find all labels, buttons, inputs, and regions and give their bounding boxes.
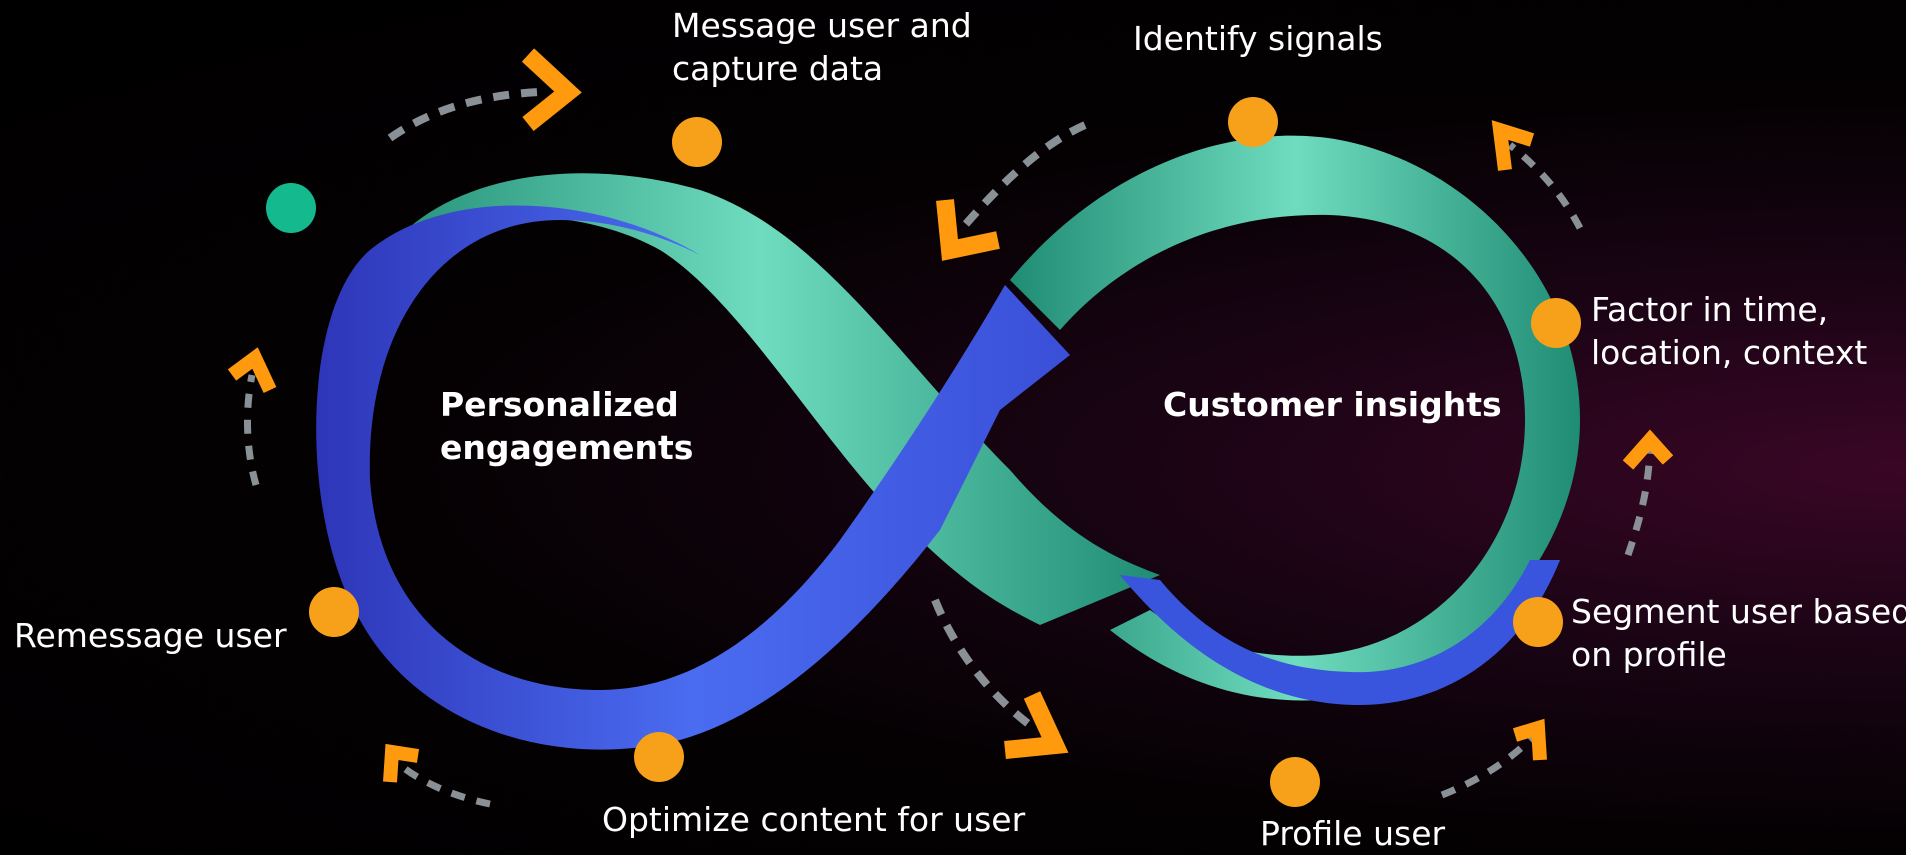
- step-label-profile-user: Profile user: [1260, 812, 1445, 855]
- step-remessage-user-line-1: Remessage user: [14, 616, 287, 655]
- center-left-line-1: Personalized: [440, 385, 679, 424]
- step-label-remessage-user: Remessage user: [14, 614, 287, 657]
- node-message-capture: [672, 117, 722, 167]
- center-left-line-2: engagements: [440, 428, 694, 467]
- arrow-left-middle: [227, 347, 277, 486]
- center-label-customer-insights: Customer insights: [1163, 383, 1502, 426]
- node-profile-user: [1270, 757, 1320, 807]
- node-optimize-content: [634, 732, 684, 782]
- step-label-optimize-content: Optimize content for user: [602, 798, 1025, 841]
- step-label-segment-user: Segment user based on profile: [1571, 590, 1906, 676]
- node-remessage-user: [309, 587, 359, 637]
- step-segment-user-line-2: on profile: [1571, 635, 1727, 674]
- arrow-right-middle: [1622, 429, 1674, 557]
- step-profile-user-line-1: Profile user: [1260, 814, 1446, 853]
- teal-band: [360, 173, 1160, 625]
- step-label-factor-context: Factor in time, location, context: [1591, 288, 1867, 374]
- center-right-line-1: Customer insights: [1163, 385, 1502, 424]
- step-factor-context-line-1: Factor in time,: [1591, 290, 1829, 329]
- center-label-personalized-engagements: Personalized engagements: [440, 383, 693, 469]
- step-optimize-content-line-1: Optimize content for user: [602, 800, 1026, 839]
- blue-band-right: [1120, 560, 1560, 705]
- node-identify-signals: [1228, 97, 1278, 147]
- green-dot: [266, 183, 316, 233]
- step-message-capture-line-1: Message user and: [672, 6, 972, 45]
- step-message-capture-line-2: capture data: [672, 49, 884, 88]
- node-factor-context: [1531, 298, 1581, 348]
- arrow-center-top: [936, 121, 1087, 261]
- step-segment-user-line-1: Segment user based: [1571, 592, 1906, 631]
- arrow-bottom-left: [383, 743, 491, 808]
- arrow-center-bottom: [931, 598, 1069, 759]
- blue-band: [316, 205, 1070, 750]
- step-factor-context-line-2: location, context: [1591, 333, 1868, 372]
- arrow-top-left: [387, 48, 582, 142]
- step-label-message-capture: Message user and capture data: [672, 4, 972, 90]
- step-label-identify-signals: Identify signals: [1133, 17, 1383, 60]
- arrow-top-right: [1491, 120, 1584, 230]
- node-segment-user: [1513, 597, 1563, 647]
- step-identify-signals-line-1: Identify signals: [1133, 19, 1383, 58]
- arrow-bottom-right: [1440, 718, 1547, 799]
